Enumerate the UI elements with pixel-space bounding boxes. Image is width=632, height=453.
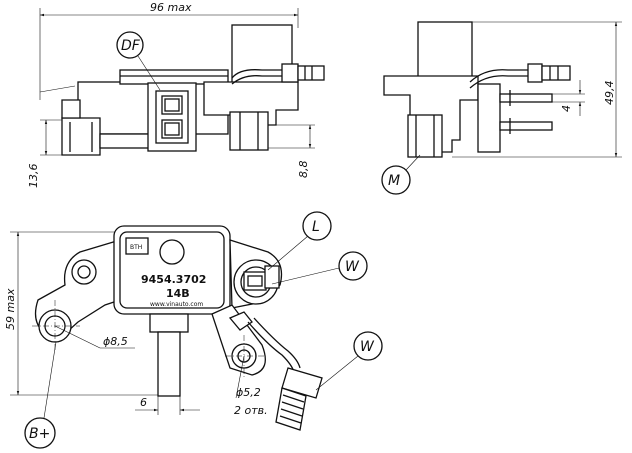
badge-text: BTH — [130, 244, 142, 251]
callout-b-plus: B+ — [29, 426, 50, 442]
website-label: www.vinauto.com — [150, 301, 203, 308]
callout-df: DF — [121, 38, 141, 54]
hole-count: 2 отв. — [234, 404, 268, 417]
hole-dimension-large: ϕ8,5 — [103, 335, 128, 348]
mount-height-right: 8,8 — [297, 161, 310, 179]
side-view: 96 max 13,6 — [27, 1, 325, 189]
pin-gap-dimension: 4 — [560, 105, 573, 112]
height-dimension-front: 59 max — [4, 288, 17, 330]
voltage-label: 14В — [166, 287, 190, 300]
callout-w-bottom: W — [360, 339, 375, 355]
callout-w-top: W — [345, 259, 360, 275]
hole-dimension-small: ϕ5,2 — [236, 386, 261, 399]
part-number: 9454.3702 — [141, 273, 206, 286]
end-view: 49,4 4 M — [381, 21, 622, 195]
front-view: 59 max BTH 9454.3702 14В www.vinauto.com… — [4, 211, 383, 449]
mount-height-left: 13,6 — [27, 164, 40, 189]
width-dimension: 96 max — [150, 1, 192, 14]
callout-m: M — [388, 173, 400, 189]
offset-dimension: 6 — [140, 396, 147, 409]
height-dimension-right: 49,4 — [603, 81, 616, 106]
callout-l: L — [312, 219, 320, 235]
